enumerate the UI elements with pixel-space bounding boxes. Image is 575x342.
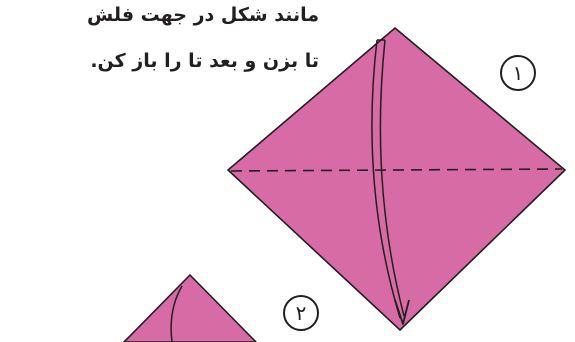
paper-square-step1 (226, 26, 567, 332)
step-number-badge-2: ۲ (283, 295, 319, 331)
fold-arrow-shaft-outer (371, 39, 401, 319)
instruction-line-2: تا بزن و بعد تا را باز کن. (90, 50, 319, 72)
fold-arrow-shaft-inner (379, 39, 405, 317)
fold-arrow-step2 (170, 285, 183, 342)
fold-arrowhead-icon (394, 299, 410, 325)
instruction-line-1: مانند شکل در جهت فلش (86, 4, 319, 26)
paper-triangle-step2 (122, 273, 258, 342)
step-number-badge-1: ۱ (500, 55, 536, 91)
fold-line-dashed (230, 168, 563, 172)
